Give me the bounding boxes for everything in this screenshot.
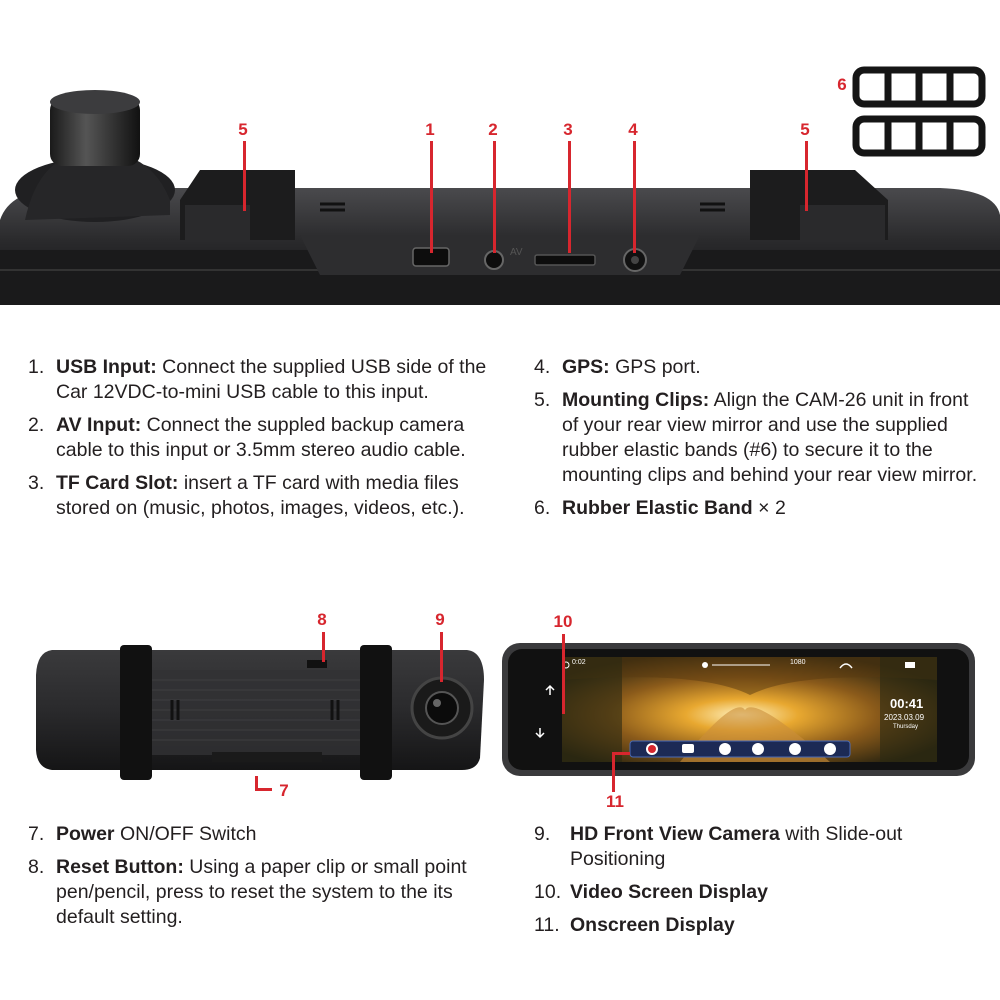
feature-list-top-right: 4.GPS: GPS port. 5.Mounting Clips: Align… — [534, 355, 984, 529]
av-port — [484, 250, 504, 270]
device-screen-view — [502, 643, 975, 776]
screen-record-time: 0:02 — [572, 659, 586, 666]
device-front-view — [36, 645, 484, 780]
feature-list-bottom-right: 9.HD Front View Camera with Slide-out Po… — [534, 822, 984, 946]
callout-11: 11 — [606, 792, 624, 811]
callout-3: 3 — [563, 120, 573, 139]
screen-resolution: 1080 — [790, 659, 806, 666]
screen-day: Thursday — [893, 724, 919, 730]
av-port-label: AV — [510, 247, 523, 258]
screen-clock: 00:41 — [890, 696, 924, 711]
list-item: 10.Video Screen Display — [534, 881, 768, 903]
list-item: 2.AV Input: Connect the suppled backup c… — [28, 414, 466, 461]
feature-list-bottom-left: 7.Power ON/OFF Switch 8.Reset Button: Us… — [28, 822, 488, 938]
callout-7: 7 — [279, 781, 289, 800]
device-top-view — [0, 90, 1000, 305]
callout-9: 9 — [435, 610, 445, 629]
rubber-bands-icon — [852, 66, 986, 157]
screen-date: 2023.03.09 — [884, 713, 925, 722]
onscreen-toolbar — [629, 740, 851, 758]
callout-8: 8 — [317, 610, 327, 629]
list-item: 6.Rubber Elastic Band × 2 — [534, 497, 786, 519]
list-item: 3.TF Card Slot: insert a TF card with me… — [28, 472, 465, 519]
list-item: 5.Mounting Clips: Align the CAM-26 unit … — [534, 389, 978, 486]
list-item: 4.GPS: GPS port. — [534, 356, 701, 378]
list-item: 8.Reset Button: Using a paper clip or sm… — [28, 856, 467, 928]
callout-2: 2 — [488, 120, 498, 139]
battery-icon — [905, 662, 915, 668]
feature-list-top-left: 1.USB Input: Connect the supplied USB si… — [28, 355, 498, 529]
list-item: 7.Power ON/OFF Switch — [28, 823, 257, 845]
callout-1: 1 — [425, 120, 435, 139]
list-item: 9.HD Front View Camera with Slide-out Po… — [534, 823, 903, 870]
callout-10: 10 — [553, 612, 573, 631]
callout-5-left: 5 — [238, 120, 248, 139]
callout-4: 4 — [628, 120, 638, 139]
tf-card-slot — [534, 254, 596, 266]
wifi-icon — [839, 663, 853, 669]
callout-6: 6 — [837, 75, 847, 94]
list-item: 1.USB Input: Connect the supplied USB si… — [28, 356, 487, 403]
callout-5-right: 5 — [800, 120, 810, 139]
list-item: 11.Onscreen Display — [534, 914, 735, 936]
